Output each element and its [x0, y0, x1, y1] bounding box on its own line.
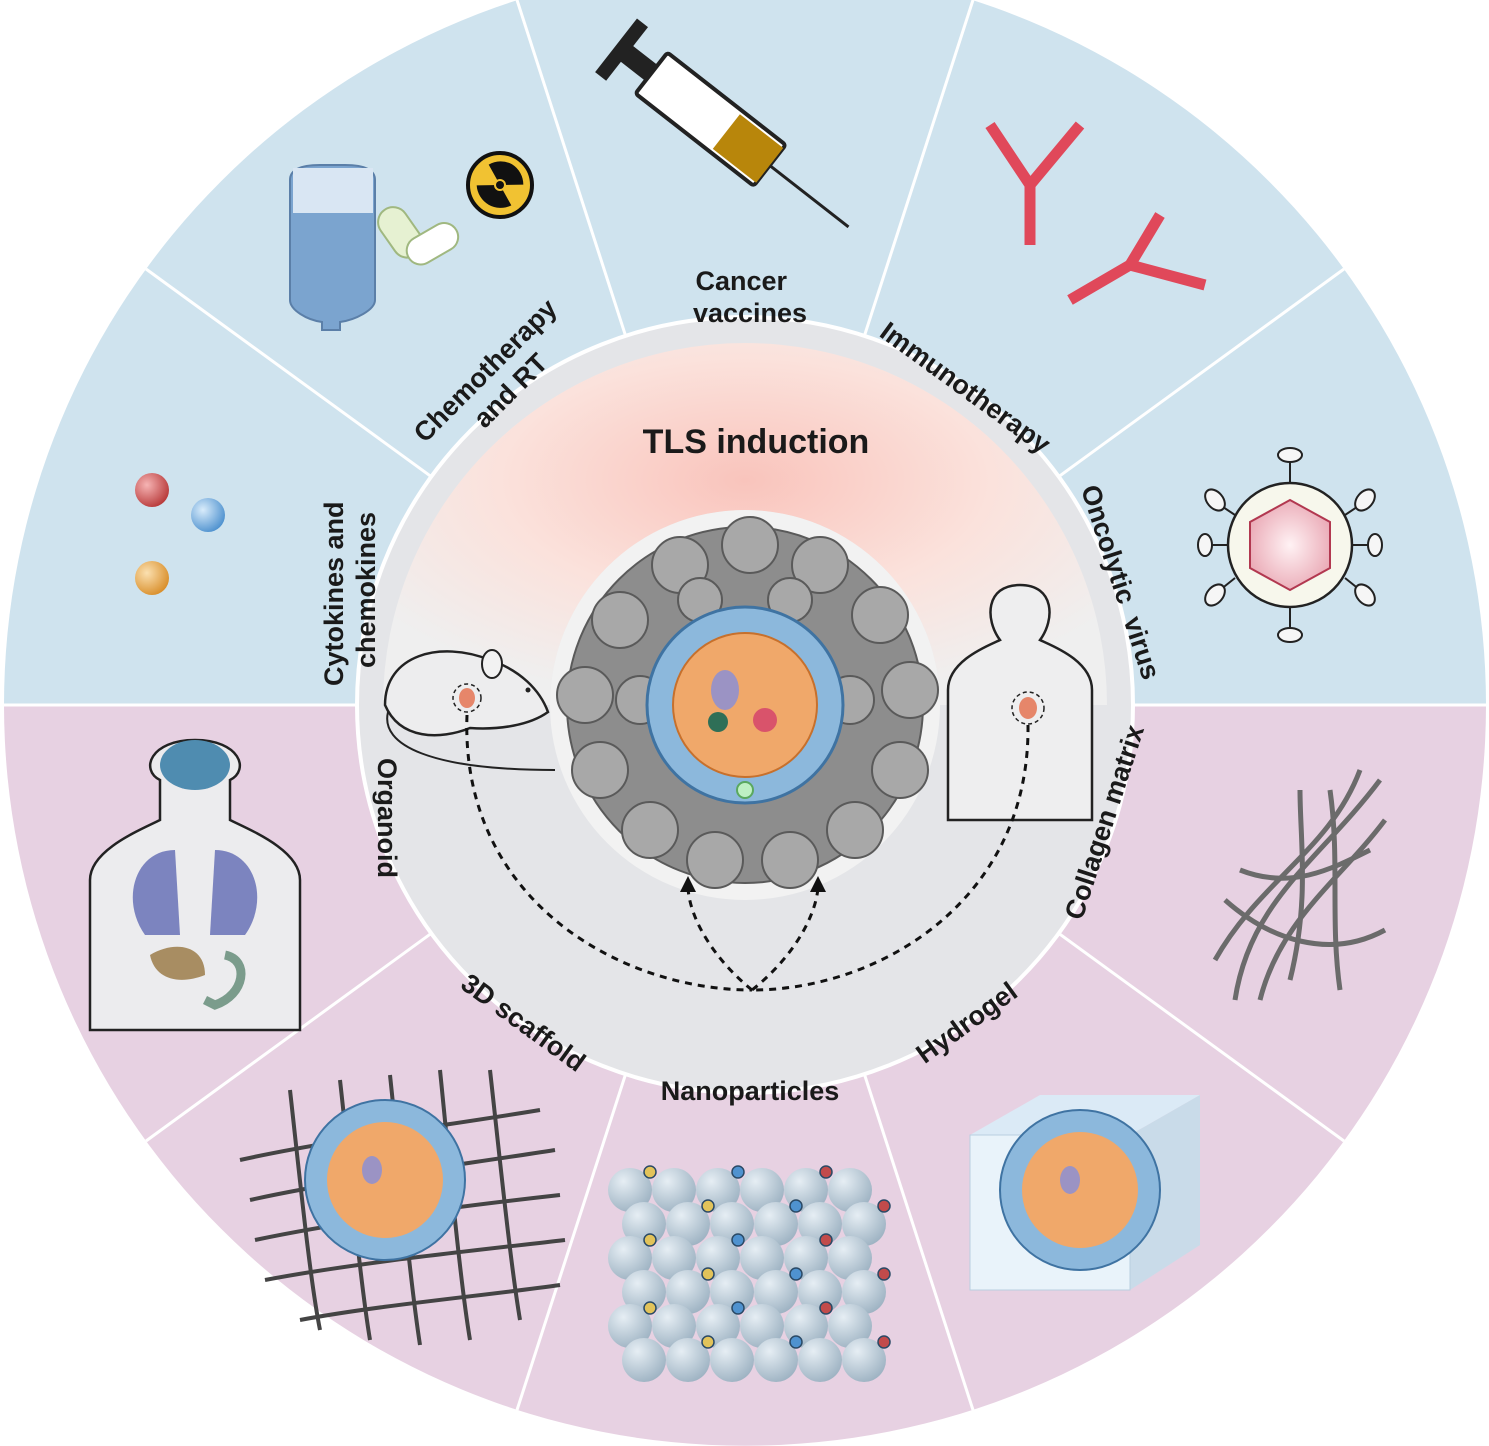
- label-cancer-vaccines-line2: vaccines: [693, 298, 807, 328]
- translation-arrows: [465, 714, 1030, 992]
- organoid-body-icon: [88, 738, 302, 1032]
- inner-ring-edge: [355, 315, 1135, 1095]
- nanoparticle-sphere: [652, 1304, 696, 1348]
- nanoparticle-sphere: [828, 1168, 872, 1212]
- nanoparticle-sphere: [652, 1168, 696, 1212]
- nanoparticle-sphere: [622, 1338, 666, 1382]
- central-tls-cluster: [556, 516, 939, 889]
- dendritic-cell: [711, 670, 739, 710]
- oncolytic-virus-icon: [1197, 447, 1383, 643]
- nanoparticle-sphere: [798, 1270, 842, 1314]
- label-cytokines-line1: Cytokines and: [319, 501, 349, 686]
- mouse-tumor: [452, 683, 482, 713]
- nanoparticle-sphere: [842, 1202, 886, 1246]
- nanoparticle-cargo: [643, 1165, 657, 1179]
- nanoparticle-cargo: [877, 1199, 891, 1213]
- nanoparticle-sphere: [740, 1168, 784, 1212]
- nanoparticle-sphere: [842, 1270, 886, 1314]
- nanoparticle-sphere: [666, 1338, 710, 1382]
- title: TLS induction: [643, 423, 870, 461]
- scaffold-icon: [239, 1069, 566, 1346]
- nanoparticle-cargo: [701, 1335, 715, 1349]
- nanoparticle-sphere: [666, 1202, 710, 1246]
- nanoparticle-sphere: [754, 1202, 798, 1246]
- nanoparticle-sphere: [608, 1304, 652, 1348]
- nanoparticle-sphere: [828, 1304, 872, 1348]
- cytokines-icon: [135, 473, 225, 595]
- hydrogel-cube-icon: [969, 1095, 1200, 1291]
- nanoparticle-cargo: [701, 1199, 715, 1213]
- label-cancer-vaccines: Cancer vaccines: [693, 266, 807, 328]
- nanoparticle-sphere: [828, 1236, 872, 1280]
- nanoparticle-sphere: [842, 1338, 886, 1382]
- nanoparticle-sphere: [754, 1270, 798, 1314]
- tls-band: [383, 343, 1107, 705]
- nanoparticle-sphere: [622, 1270, 666, 1314]
- arrow-head-right: [810, 876, 826, 892]
- syringe-icon: [595, 18, 850, 229]
- label-cytokines-chemokines: Cytokines and chemokines: [319, 494, 381, 686]
- nanoparticle-sphere: [740, 1236, 784, 1280]
- nanoparticle-sphere: [622, 1202, 666, 1246]
- plasma-cell: [753, 708, 777, 732]
- green-cell: [708, 712, 728, 732]
- tumor-cells: [556, 516, 939, 889]
- nanoparticle-cargo: [819, 1165, 833, 1179]
- nanoparticle-sphere: [710, 1270, 754, 1314]
- nanoparticle-cargo: [731, 1165, 745, 1179]
- nanoparticle-sphere: [740, 1304, 784, 1348]
- arrow-head-left: [680, 876, 696, 892]
- human-patient: [946, 583, 1094, 822]
- mouse-model: [383, 649, 556, 771]
- nanoparticles-icon: [608, 1165, 891, 1382]
- nanoparticle-sphere: [710, 1338, 754, 1382]
- nanoparticle-cargo: [789, 1335, 803, 1349]
- nanoparticle-cargo: [819, 1301, 833, 1315]
- nanoparticle-sphere: [608, 1236, 652, 1280]
- nanoparticle-cargo: [877, 1335, 891, 1349]
- nanoparticle-sphere: [754, 1338, 798, 1382]
- collagen-fibers-icon: [1212, 769, 1387, 1001]
- nanoparticle-sphere: [652, 1236, 696, 1280]
- nanoparticle-sphere: [666, 1270, 710, 1314]
- nanoparticle-cargo: [789, 1267, 803, 1281]
- nanoparticle-cargo: [643, 1301, 657, 1315]
- nanoparticle-cargo: [701, 1267, 715, 1281]
- antibody-icon: [985, 121, 1207, 305]
- chemotherapy-icon: [289, 151, 534, 331]
- nanoparticle-sphere: [798, 1202, 842, 1246]
- nanoparticle-cargo: [731, 1301, 745, 1315]
- nanoparticle-cargo: [789, 1199, 803, 1213]
- human-tumor: [1011, 691, 1045, 725]
- label-cytokines-line2: chemokines: [351, 512, 381, 668]
- label-nanoparticles: Nanoparticles: [661, 1076, 840, 1106]
- nanoparticle-cargo: [877, 1267, 891, 1281]
- label-organoid: Organoid: [372, 758, 402, 878]
- nanoparticle-cargo: [643, 1233, 657, 1247]
- nanoparticle-sphere: [710, 1202, 754, 1246]
- nanoparticle-cargo: [731, 1233, 745, 1247]
- nanoparticle-sphere: [608, 1168, 652, 1212]
- nanoparticle-sphere: [798, 1338, 842, 1382]
- green-cell-2: [736, 781, 754, 799]
- nanoparticle-cargo: [819, 1233, 833, 1247]
- label-cancer-vaccines-line1: Cancer: [695, 266, 787, 296]
- b-cell-follicle: [672, 632, 818, 778]
